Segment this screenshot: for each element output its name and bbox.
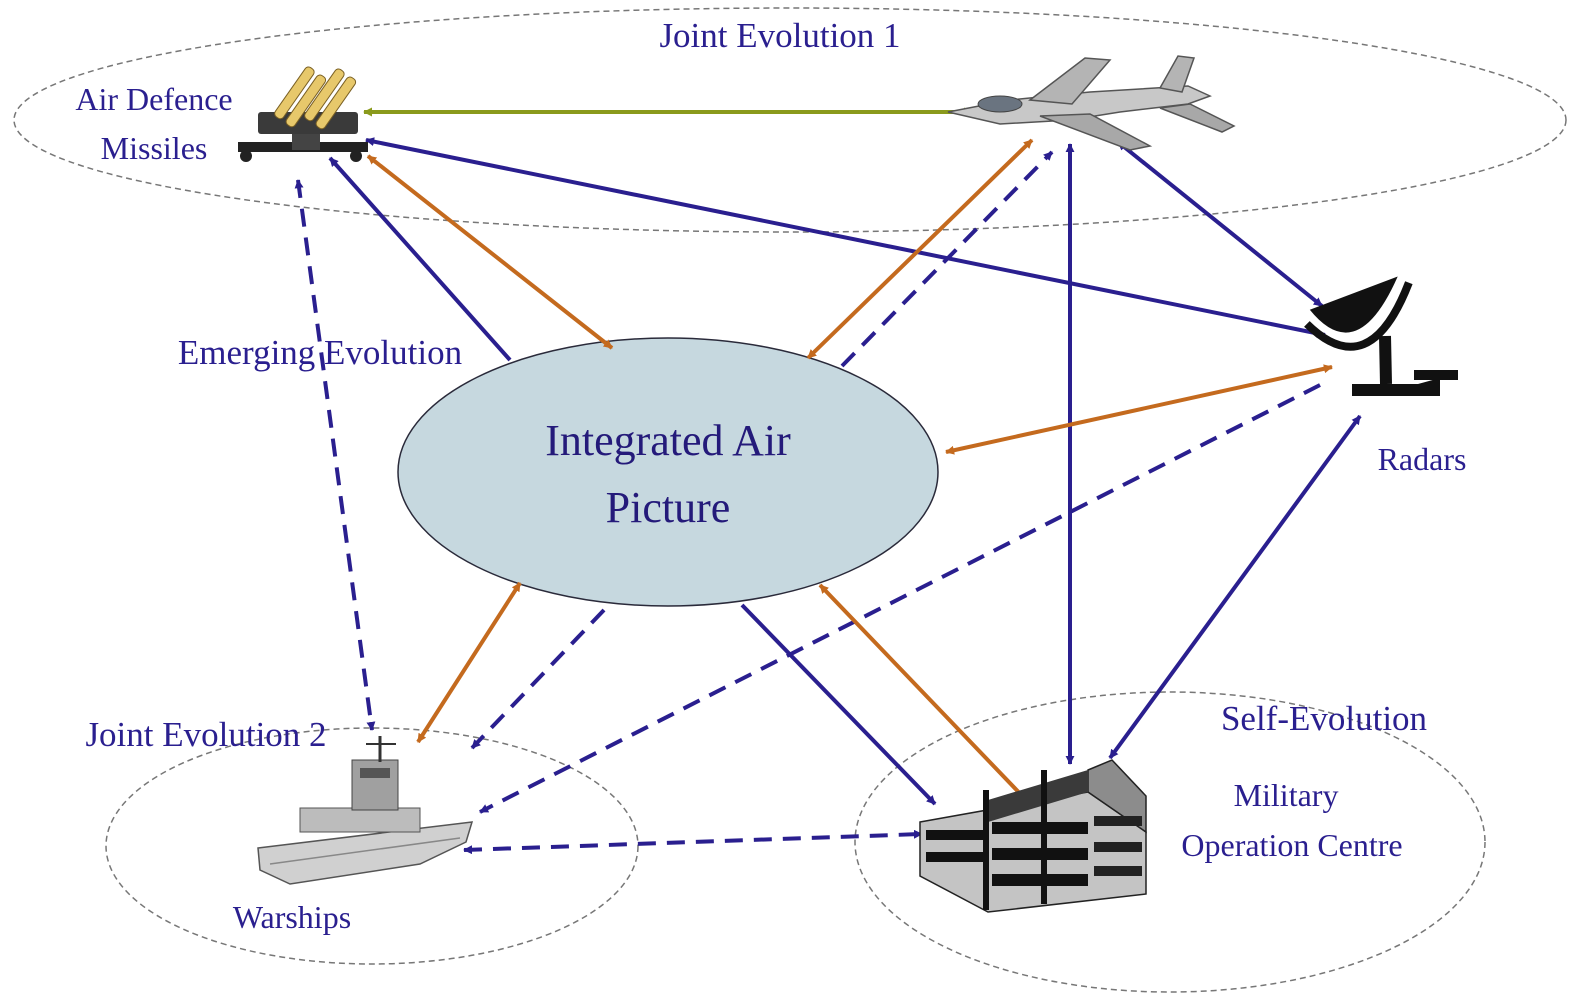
missiles-label-line1: Air Defence	[75, 81, 232, 117]
joint-evolution-1-label: Joint Evolution 1	[659, 16, 900, 55]
integrated-air-picture-core	[397, 337, 939, 607]
core-label-line2: Picture	[606, 483, 731, 532]
fighter-jet-icon	[947, 55, 1236, 151]
warships-label: Warships	[233, 899, 351, 935]
orange-arrow-radars-core	[945, 364, 1333, 455]
radar-dish-icon	[1304, 276, 1458, 396]
moc-label-line1: Military	[1234, 777, 1339, 813]
missile-launcher-icon	[238, 66, 368, 162]
joint-evolution-1-region	[13, 7, 1567, 233]
arrow-fighter-radars	[1116, 140, 1324, 308]
arrow-missiles-radars	[365, 137, 1326, 338]
arrow-core-missiles	[328, 156, 512, 362]
core-label-line1: Integrated Air	[545, 416, 791, 465]
orange-arrow-core-warships	[416, 581, 522, 744]
building-icon	[919, 759, 1147, 913]
orange-arrow-missiles-core	[366, 154, 614, 350]
joint-evolution-2-label: Joint Evolution 2	[85, 715, 326, 754]
dashed-arrow-core-fighter	[840, 150, 1054, 368]
warship-icon	[257, 736, 474, 885]
orange-arrow-core-moc	[818, 583, 1032, 806]
self-evolution-label: Self-Evolution	[1221, 699, 1427, 738]
missiles-label-line2: Missiles	[101, 130, 208, 166]
arrow-radars-moc	[1108, 414, 1362, 760]
moc-label-line2: Operation Centre	[1181, 827, 1402, 863]
arrow-core-moc	[740, 603, 937, 806]
dashed-arrow-core-warships	[470, 608, 606, 750]
radars-label: Radars	[1378, 441, 1467, 477]
emerging-evolution-label: Emerging Evolution	[178, 333, 462, 372]
dashed-arrow-warships-moc	[463, 829, 923, 855]
orange-arrow-fighter-core	[806, 138, 1034, 360]
dashed-arrow-missiles-warships	[294, 179, 376, 731]
